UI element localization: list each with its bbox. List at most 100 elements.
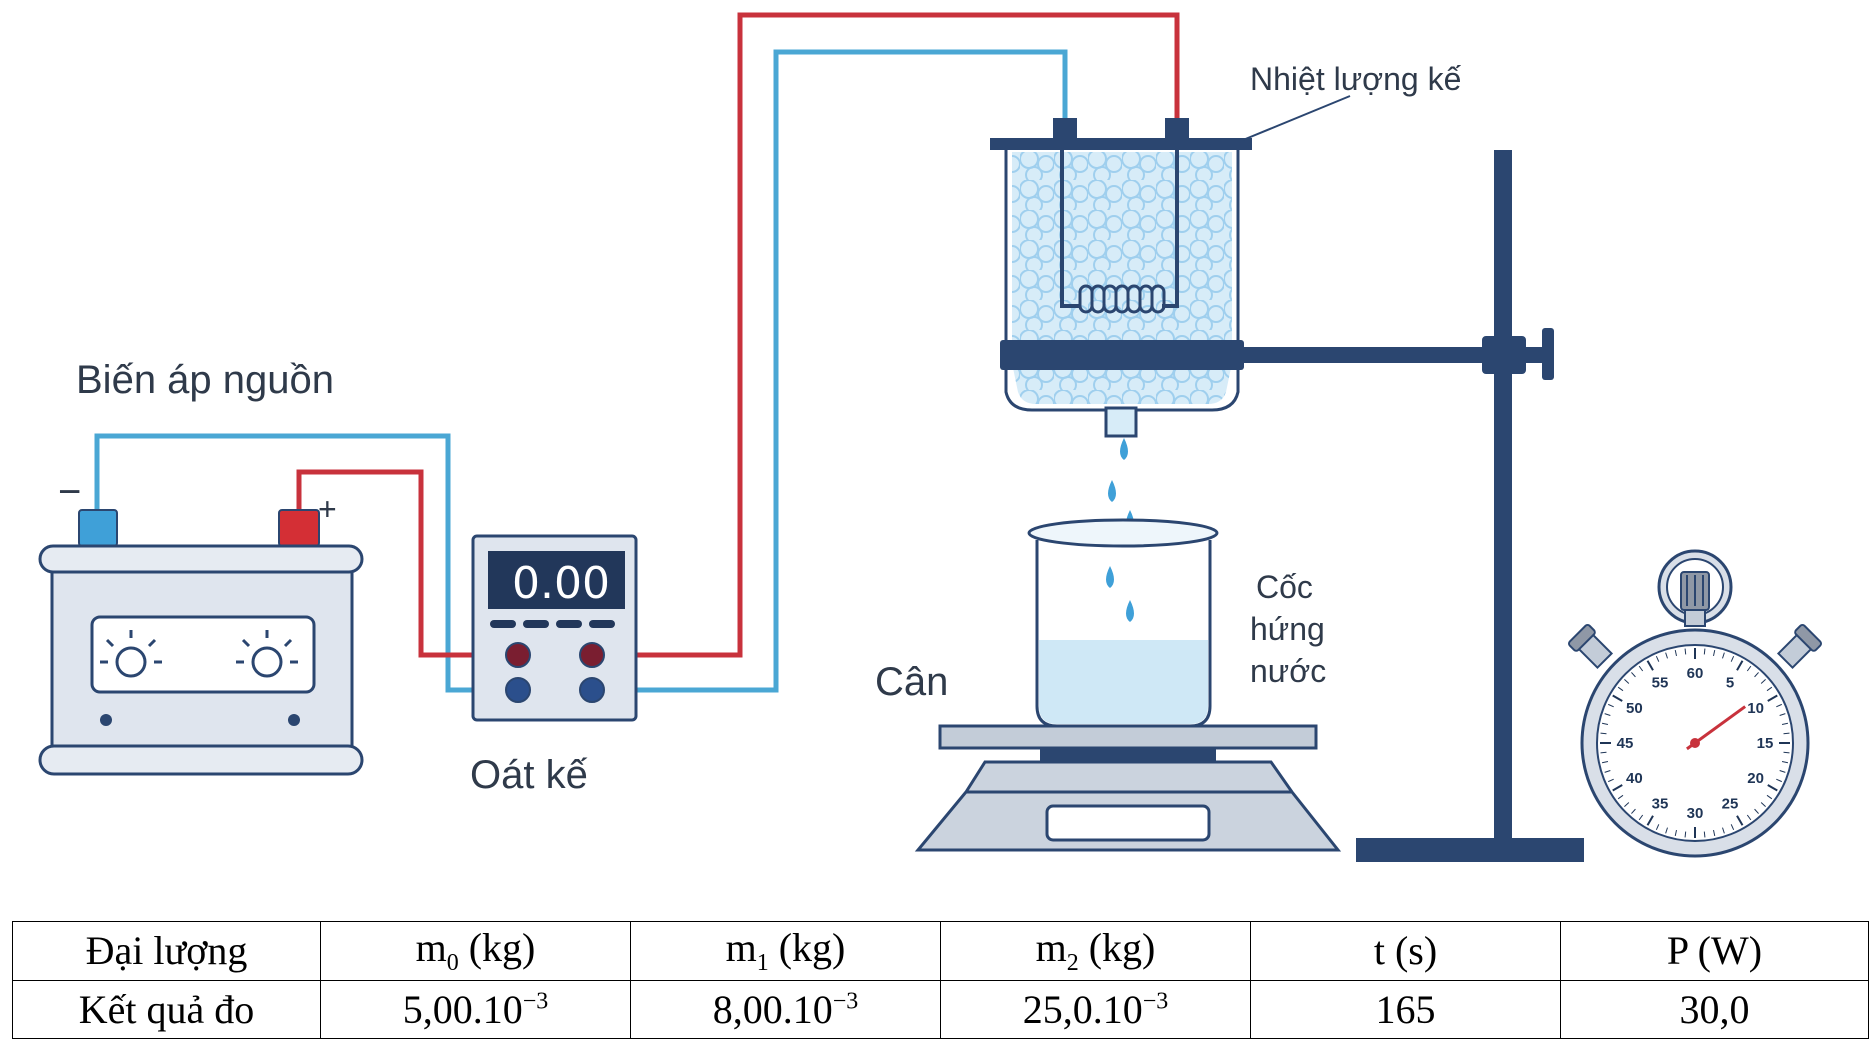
- stopwatch-hub: [1690, 738, 1700, 748]
- dial-tick: [1754, 672, 1759, 678]
- dial-tick: [1684, 648, 1687, 655]
- dial-tick: [1665, 827, 1668, 834]
- wattmeter-buttons: [490, 620, 615, 628]
- dial-tick: [1776, 703, 1782, 708]
- dial-number: 40: [1626, 770, 1643, 787]
- dial-tick: [1600, 732, 1607, 735]
- dial-tick: [1631, 672, 1636, 678]
- retort-stand: [1200, 150, 1584, 862]
- dial-tick: [1703, 648, 1706, 655]
- lid-terminal-right: [1165, 118, 1189, 140]
- dial-tick: [1730, 824, 1735, 830]
- stand-rod: [1494, 150, 1512, 850]
- negative-terminal: [78, 509, 118, 547]
- wattmeter: 0.00 Oát kế: [470, 534, 638, 797]
- supply-dot-left: [100, 714, 112, 726]
- dial-number: 55: [1652, 674, 1669, 691]
- dial-tick: [1736, 815, 1744, 826]
- dial-tick: [1767, 694, 1778, 702]
- scale-pan: [938, 724, 1318, 750]
- dial-tick: [1655, 656, 1660, 662]
- dial-tick: [1781, 722, 1789, 725]
- value-m0: 5,00.10−3: [320, 979, 631, 1039]
- dial-tick: [1766, 794, 1773, 800]
- dial-tick: [1767, 784, 1778, 792]
- dial-tick: [1779, 770, 1786, 773]
- calorimeter-positive-wire: [592, 12, 1180, 658]
- dial-tick: [1746, 665, 1752, 672]
- stopwatch-stem: [1684, 609, 1706, 627]
- wires: [94, 12, 1180, 693]
- dial-tick: [1608, 703, 1614, 708]
- measurement-table: Đại lượng m0 (kg) m1 (kg) m2 (kg) t (s) …: [12, 921, 1869, 1039]
- supply-dot-right: [288, 714, 300, 726]
- row-label: Kết quả đo: [12, 979, 321, 1039]
- calorimeter-ice-upper: [1012, 152, 1232, 340]
- dial-tick: [1722, 652, 1725, 659]
- dial-tick: [1760, 802, 1766, 807]
- dial-tick: [1754, 808, 1759, 814]
- beaker-label-line1: Cốc: [1256, 569, 1313, 605]
- dial-tick: [1612, 694, 1623, 702]
- table-header-row: Đại lượng m0 (kg) m1 (kg) m2 (kg) t (s) …: [12, 921, 1869, 981]
- stand-arm: [1200, 347, 1498, 363]
- beaker-label-line2: hứng: [1250, 611, 1325, 647]
- dial-tick: [1783, 751, 1790, 754]
- dial-tick: [1604, 713, 1611, 716]
- knob-left-icon: [100, 630, 162, 678]
- dial-number: 15: [1757, 735, 1774, 752]
- dial-ticks: [1600, 648, 1790, 838]
- dial-number: 30: [1687, 805, 1704, 822]
- dial-tick: [1684, 831, 1687, 838]
- value-time: 165: [1250, 979, 1561, 1039]
- calorimeter-label: Nhiệt lượng kế: [1250, 61, 1462, 97]
- dial-number: 45: [1617, 735, 1634, 752]
- power-supply: Biến áp nguồn − +: [38, 358, 364, 776]
- header-m2: m2 (kg): [940, 921, 1251, 981]
- header-m0: m0 (kg): [320, 921, 631, 981]
- drop-icon: [1108, 480, 1116, 502]
- dial-tick: [1746, 814, 1752, 821]
- header-time: t (s): [1250, 921, 1561, 981]
- value-m1: 8,00.10−3: [630, 979, 941, 1039]
- dial-tick: [1781, 761, 1789, 764]
- supply-top-rim: [38, 544, 364, 574]
- calorimeter: Nhiệt lượng kế: [990, 61, 1462, 438]
- dial-number: 50: [1626, 700, 1643, 717]
- clamp-knob: [1542, 328, 1554, 380]
- dial-number: 25: [1722, 796, 1739, 813]
- negative-sign: −: [58, 470, 81, 514]
- dial-tick: [1665, 652, 1668, 659]
- calorimeter-pointer: [1242, 95, 1351, 141]
- wattmeter-display: [488, 551, 625, 609]
- crown-grip-lines: [1686, 575, 1704, 606]
- dial-tick: [1638, 665, 1644, 672]
- dial-number: 60: [1687, 665, 1704, 682]
- dial-tick: [1604, 770, 1611, 773]
- scale-readout: [1045, 804, 1211, 842]
- calorimeter-ice-lower: [1012, 363, 1232, 404]
- dial-tick: [1617, 794, 1624, 800]
- dial-tick: [1646, 815, 1654, 826]
- dial-tick: [1703, 831, 1706, 838]
- wattmeter-reading: 0.00: [512, 558, 610, 609]
- dial-tick: [1624, 802, 1630, 807]
- wattmeter-label: Oát kế: [470, 753, 588, 797]
- wattmeter-terminal-out-positive: [579, 642, 605, 668]
- value-m2: 25,0.10−3: [940, 979, 1251, 1039]
- stopwatch-side-button-right: [1776, 624, 1822, 670]
- stand-clamp: [1482, 336, 1526, 374]
- heater-lead-left: [1060, 150, 1080, 308]
- table-row: Kết quả đo 5,00.10−3 8,00.10−3 25,0.10−3…: [12, 979, 1869, 1039]
- lid-terminal-left: [1053, 118, 1077, 140]
- dial-tick: [1776, 778, 1782, 783]
- header-quantity: Đại lượng: [12, 921, 321, 981]
- dial-tick: [1674, 649, 1677, 657]
- dial-number: 35: [1652, 796, 1669, 813]
- dial-tick: [1617, 686, 1624, 692]
- dial-tick: [1730, 656, 1735, 662]
- dial-tick: [1638, 814, 1644, 821]
- collecting-beaker: Cốc hứng nước: [1027, 518, 1326, 728]
- dial-tick: [1760, 679, 1766, 684]
